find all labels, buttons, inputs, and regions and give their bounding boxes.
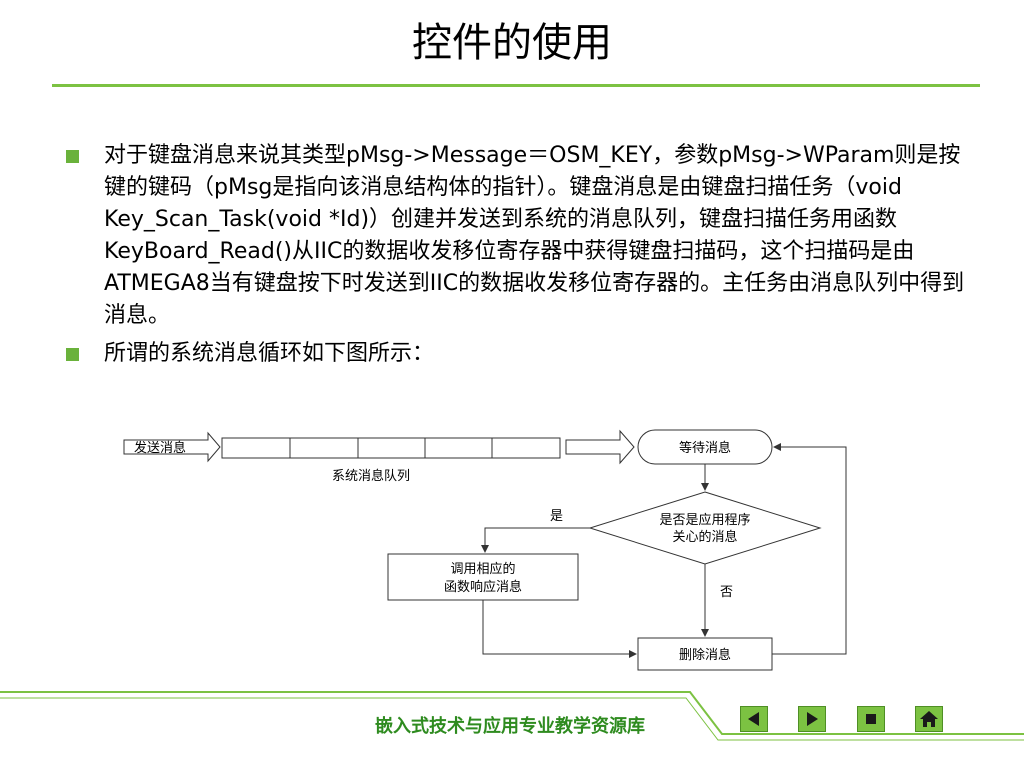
title-divider <box>52 84 980 87</box>
footer-title: 嵌入式技术与应用专业教学资源库 <box>375 716 645 737</box>
loop-back-arrow <box>772 443 847 655</box>
send-arrow <box>123 431 221 463</box>
stop-icon <box>866 714 876 724</box>
no-label: 否 <box>720 585 733 600</box>
message-queue <box>221 437 561 459</box>
bullet-list: 对于键盘消息来说其类型pMsg->Message＝OSM_KEY，参数pMsg-… <box>66 140 966 376</box>
call-label-line2: 函数响应消息 <box>444 579 522 595</box>
bullet-text: 所谓的系统消息循环如下图所示： <box>104 341 435 366</box>
decision-label-line1: 是否是应用程序 <box>659 512 750 528</box>
send-label: 发送消息 <box>134 440 186 456</box>
call-node <box>387 553 579 601</box>
queue-label: 系统消息队列 <box>332 468 410 484</box>
prev-icon <box>748 712 759 726</box>
decision-label-line2: 关心的消息 <box>672 529 737 545</box>
message-loop-flowchart: 发送消息 系统消息队列 等待消息 是否是应用程序 关心的消息 是 调用相应的 函… <box>123 429 847 671</box>
queue-arrow <box>565 429 635 465</box>
decision-node <box>588 491 822 565</box>
stop-button[interactable] <box>857 706 885 732</box>
yes-arrow <box>481 527 590 553</box>
bullet-text: 对于键盘消息来说其类型pMsg->Message＝OSM_KEY，参数pMsg-… <box>104 143 965 328</box>
wait-label: 等待消息 <box>679 440 731 456</box>
next-button[interactable] <box>798 706 826 732</box>
footer-decoration <box>0 691 1024 741</box>
call-label-line1: 调用相应的 <box>450 561 515 577</box>
yes-label: 是 <box>550 509 563 524</box>
call-to-delete-arrow <box>482 600 637 658</box>
bullet-square-icon <box>66 150 79 163</box>
slide-title: 控件的使用 <box>412 20 612 66</box>
home-button[interactable] <box>915 706 943 732</box>
bullet-item: 对于键盘消息来说其类型pMsg->Message＝OSM_KEY，参数pMsg-… <box>66 140 966 332</box>
prev-button[interactable] <box>740 706 768 732</box>
next-icon <box>807 712 818 726</box>
delete-label: 删除消息 <box>679 647 731 663</box>
bullet-item: 所谓的系统消息循环如下图所示： <box>66 338 966 370</box>
delete-node <box>637 637 773 671</box>
bullet-square-icon <box>66 348 79 361</box>
home-icon <box>920 711 938 727</box>
